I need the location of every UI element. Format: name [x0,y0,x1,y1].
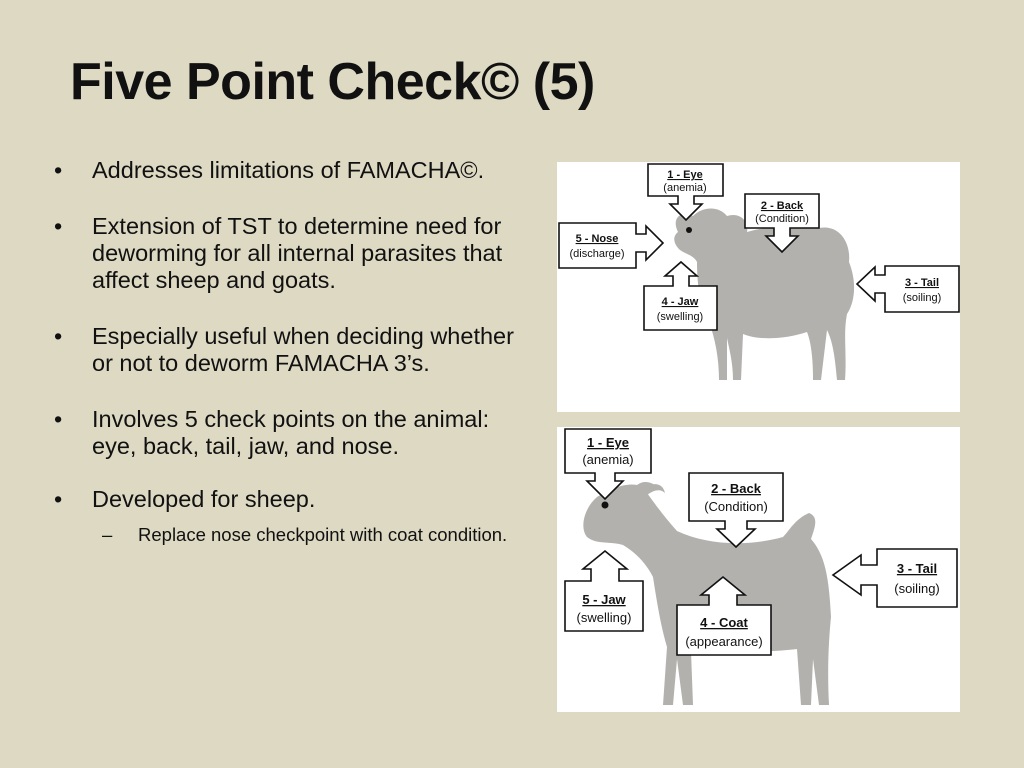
goat-back-desc: (Condition) [704,499,768,514]
sub-bullet-text: Replace nose checkpoint with coat condit… [138,524,508,545]
bullet-text: Addresses limitations of FAMACHA©. [92,157,485,183]
goat-diagram: 1 - Eye (anemia) 2 - Back (Condition) 3 … [557,427,960,712]
sheep-back-desc: (Condition) [755,213,809,225]
sheep-jaw-label: 4 - Jaw [662,296,699,308]
goat-coat-callout: 4 - Coat (appearance) [676,575,772,656]
slide-title: Five Point Check© (5) [70,53,595,111]
sheep-eye-callout: 1 - Eye (anemia) [647,163,724,222]
sheep-jaw-callout: 4 - Jaw (swelling) [643,260,718,331]
sub-bullet-item: Replace nose checkpoint with coat condit… [92,523,532,546]
goat-tail-desc: (soiling) [894,581,940,596]
goat-diagram-svg: 1 - Eye (anemia) 2 - Back (Condition) 3 … [564,428,958,705]
goat-tail-callout: 3 - Tail (soiling) [831,548,958,608]
sheep-tail-desc: (soiling) [903,292,942,304]
goat-coat-desc: (appearance) [685,634,762,649]
bullet-item: Especially useful when deciding whether … [52,323,532,377]
sheep-diagram-svg: 1 - Eye (anemia) 2 - Back (Condition) 5 … [558,163,960,380]
bullet-text: Extension of TST to determine need for d… [92,213,503,293]
sheep-diagram: 1 - Eye (anemia) 2 - Back (Condition) 5 … [557,162,960,412]
sheep-nose-desc: (discharge) [569,248,624,260]
bullet-text: Developed for sheep. [92,486,316,512]
sheep-eye-desc: (anemia) [663,182,706,194]
goat-jaw-label: 5 - Jaw [582,592,626,607]
sheep-silhouette [674,208,855,380]
bullet-list: Addresses limitations of FAMACHA©. Exten… [52,157,532,575]
bullet-item: Extension of TST to determine need for d… [52,213,532,294]
sheep-back-label: 2 - Back [761,200,804,212]
goat-jaw-callout: 5 - Jaw (swelling) [564,549,644,632]
sheep-eye-label: 1 - Eye [667,169,702,181]
sheep-tail-callout: 3 - Tail (soiling) [855,265,960,313]
goat-coat-label: 4 - Coat [700,615,748,630]
sheep-eye-marker [686,227,692,233]
goat-back-callout: 2 - Back (Condition) [688,472,784,549]
sheep-jaw-desc: (swelling) [657,311,703,323]
sheep-nose-label: 5 - Nose [576,233,619,245]
sheep-tail-label: 3 - Tail [905,277,939,289]
bullet-item: Developed for sheep. Replace nose checkp… [52,486,532,546]
sheep-back-callout: 2 - Back (Condition) [744,193,820,254]
bullet-item: Involves 5 check points on the animal: e… [52,406,532,460]
goat-horn [643,484,665,495]
goat-jaw-desc: (swelling) [577,610,632,625]
goat-eye-marker [601,501,609,509]
goat-eye-label: 1 - Eye [587,435,629,450]
goat-eye-desc: (anemia) [582,452,633,467]
goat-tail-label: 3 - Tail [897,561,937,576]
sheep-nose-callout: 5 - Nose (discharge) [558,222,665,269]
bullet-item: Addresses limitations of FAMACHA©. [52,157,532,184]
goat-eye-callout: 1 - Eye (anemia) [564,428,652,501]
goat-back-label: 2 - Back [711,481,762,496]
sub-bullet-list: Replace nose checkpoint with coat condit… [92,523,532,546]
bullet-text: Especially useful when deciding whether … [92,323,514,376]
bullet-text: Involves 5 check points on the animal: e… [92,406,490,459]
